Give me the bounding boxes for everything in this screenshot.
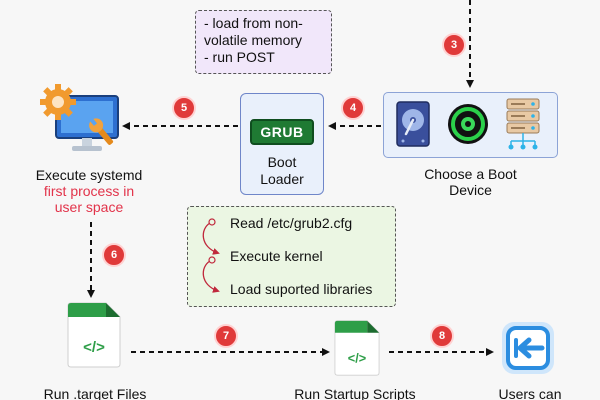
grub-step-execute-kernel: Execute kernel [230,248,323,264]
server-icon [506,98,540,150]
step-badge-8: 8 [430,324,454,348]
boot-device-label-2: Device [449,182,492,198]
hard-drive-icon [396,101,430,147]
systemd-user-space-label: user space [54,199,124,215]
bootloader-box: GRUB Boot Loader [240,93,324,195]
code-file-icon: </> [67,302,121,368]
grub-steps-note: Read /etc/grub2.cfg Execute kernel Load … [187,206,396,307]
step-badge-5: 5 [172,96,196,120]
grub-label: GRUB [250,119,314,145]
step-badge-7: 7 [214,324,238,348]
post-note: - load from non- volatile memory - run P… [195,10,332,74]
login-icon [502,322,554,374]
startup-scripts-label: Run Startup Scripts [294,386,416,400]
users-label: Users can [498,386,562,400]
code-file-icon: </> [334,320,380,376]
target-files-label: Run .target Files [43,386,147,400]
post-note-line: - load from non- [204,15,303,31]
systemd-first-process-label: first process in [43,183,135,199]
optical-disc-icon [448,104,488,144]
bootloader-text: Boot Loader [241,154,323,188]
code-symbol: </> [83,339,105,356]
boot-device-box [383,92,558,158]
grub-step-read-config: Read /etc/grub2.cfg [230,215,353,231]
grub-steps-connectors [202,218,220,293]
step-badge-4: 4 [341,96,365,120]
step-badge-3: 3 [442,33,466,57]
grub-step-load-libraries: Load suported libraries [230,281,373,297]
post-note-line: - run POST [204,49,275,65]
boot-device-label: Choose a Boot [424,166,517,182]
computer-settings-icon [34,82,126,162]
step-badge-6: 6 [102,243,126,267]
systemd-label: Execute systemd [35,167,143,183]
bootloader-line: Boot [267,154,297,170]
code-symbol: </> [348,350,366,365]
post-note-line: volatile memory [204,32,303,48]
bootloader-line: Loader [260,171,304,187]
